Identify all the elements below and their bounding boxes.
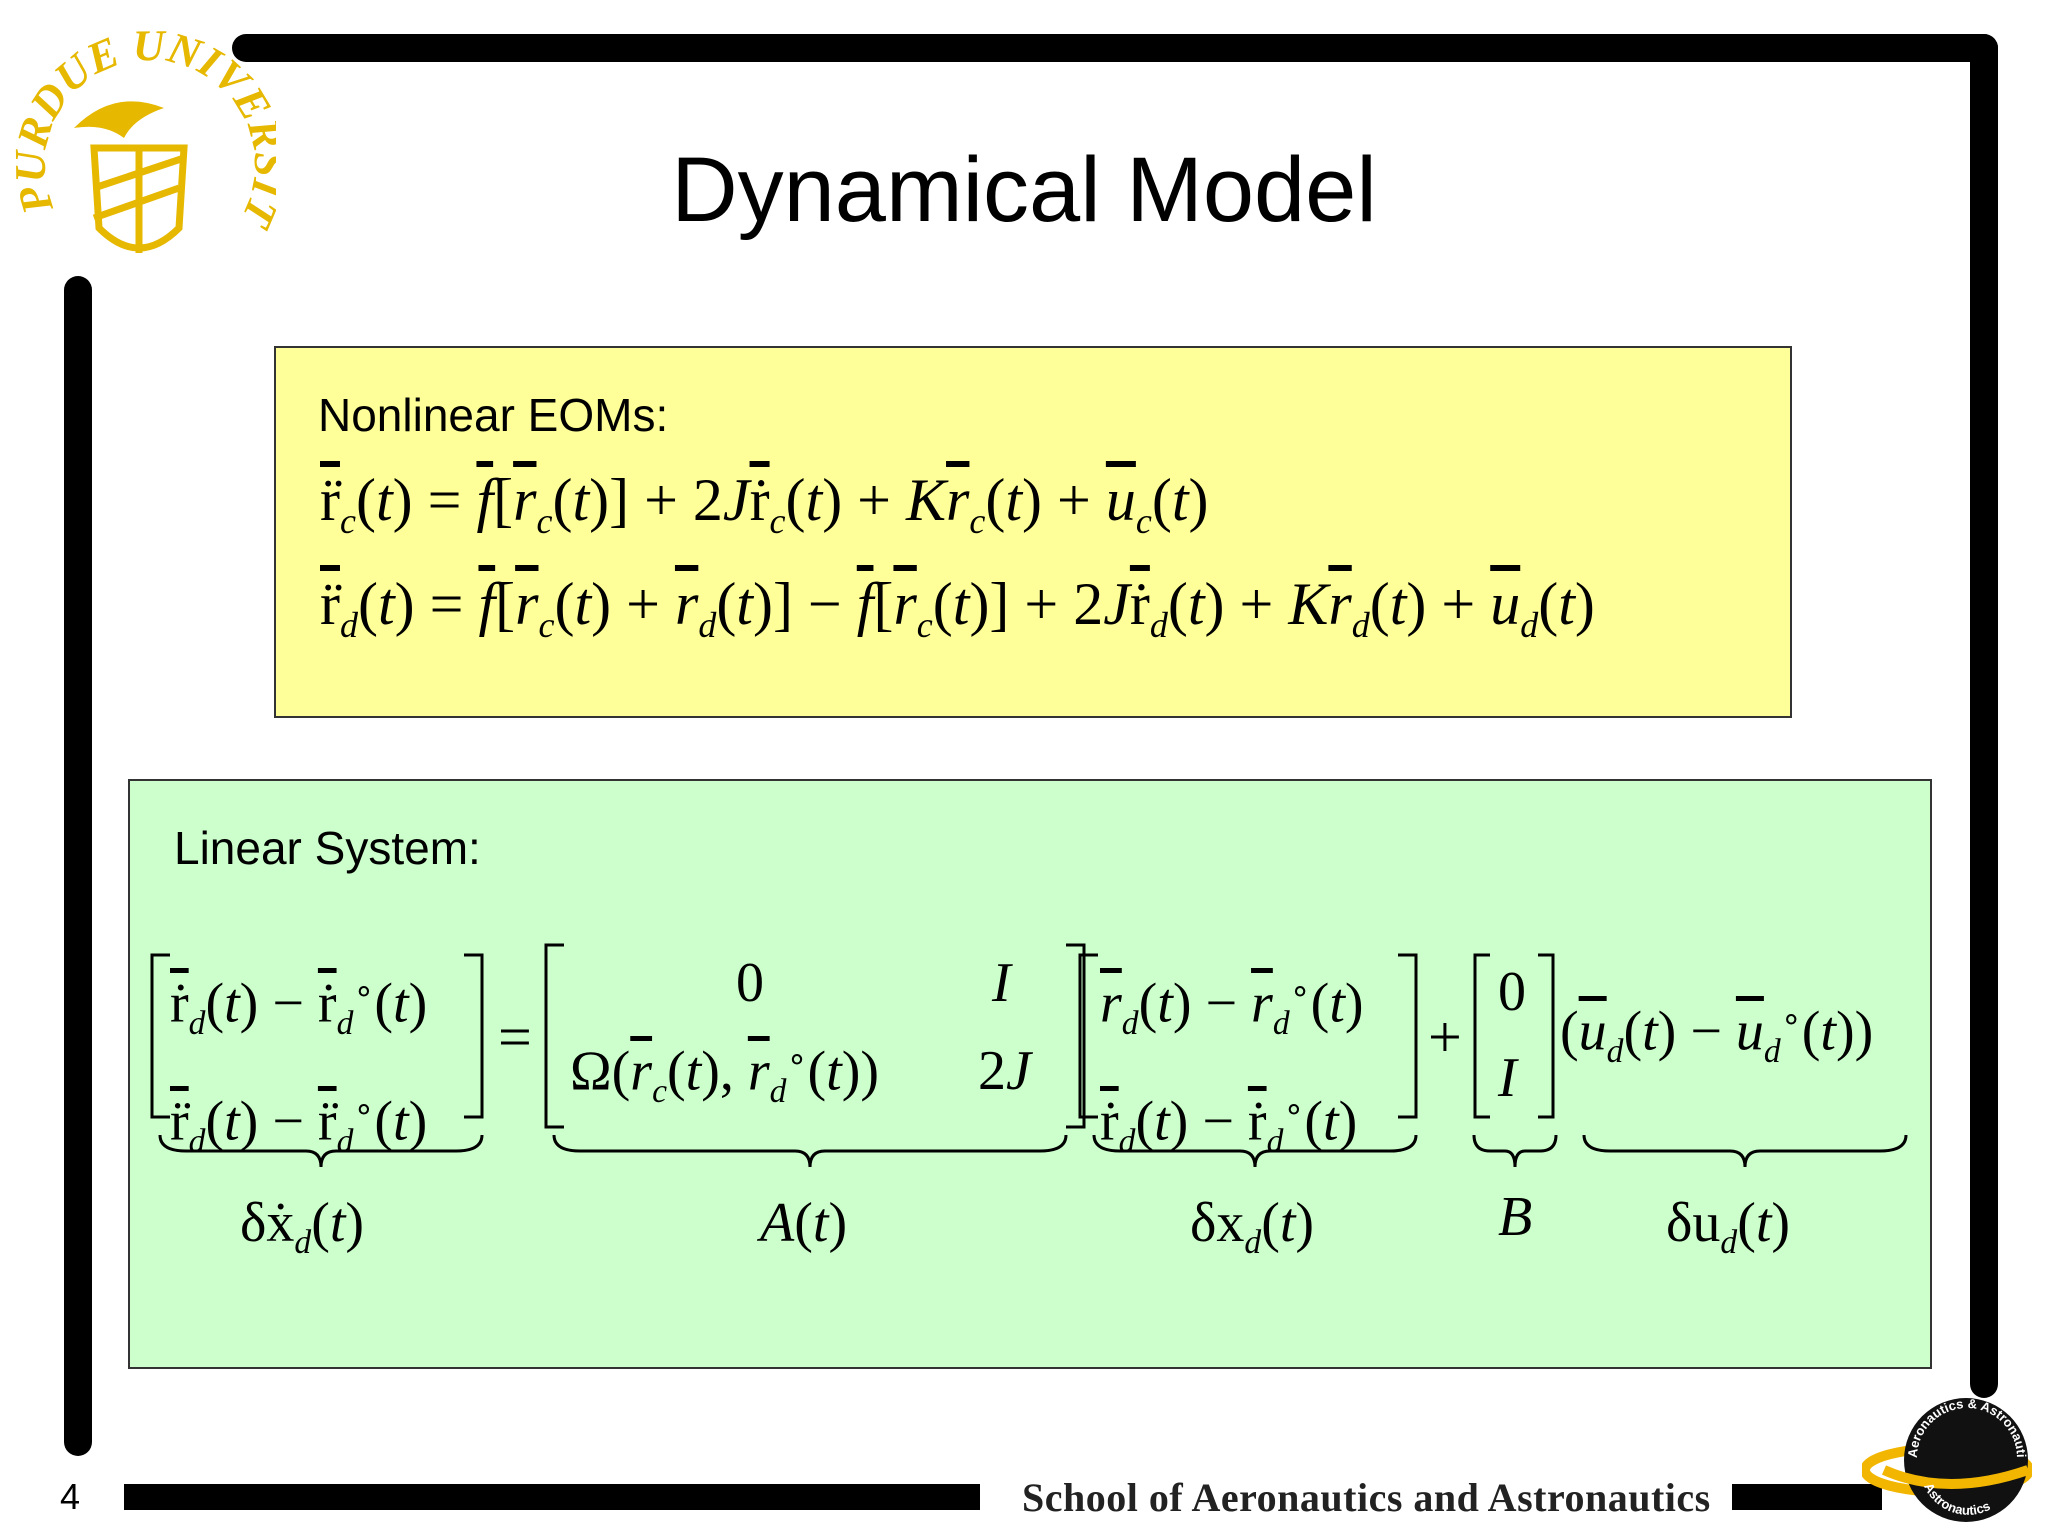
eom-equation-deputy: r̈d(t) = f[rc(t) + rd(t)] − f[rc(t)] + 2…: [320, 571, 1595, 645]
nonlinear-eom-box: Nonlinear EOMs: r̈c(t) = f[rc(t)] + 2Jṙc…: [274, 346, 1792, 718]
footer-bar-left: [124, 1484, 980, 1510]
matrix-a-bracket-open: [544, 943, 564, 1129]
matrix-b-bracket-open: [1473, 953, 1490, 1119]
frame-left-bar: [64, 276, 92, 1456]
left-bracket: [150, 953, 170, 1119]
label-dxdot: δẋd(t): [240, 1192, 365, 1262]
linear-heading: Linear System:: [174, 822, 481, 874]
underbrace-dx: [1092, 1134, 1418, 1168]
underbrace-b: [1472, 1134, 1558, 1168]
underbrace-a: [552, 1134, 1068, 1168]
state-derivative-vector: ṙd(t) − ṙd∘(t) r̈d(t) − r̈d∘(t): [170, 972, 428, 1160]
label-dx: δxd(t): [1190, 1192, 1315, 1262]
equals-sign: =: [498, 1004, 532, 1070]
slide-title: Dynamical Model: [671, 139, 1377, 241]
footer-bar-right: [1732, 1484, 1882, 1510]
label-du: δud(t): [1666, 1192, 1791, 1262]
purdue-logo: PURDUE UNIVERSITY: [14, 28, 276, 253]
matrix-b-entries: 0 I: [1498, 961, 1526, 1109]
aeronautics-logo: Aeronautics & Astronautics Astronautics: [1862, 1388, 2032, 1522]
state-vector: rd(t) − rd∘(t) ṙd(t) − ṙd∘(t): [1100, 972, 1364, 1160]
frame-right-bar: [1970, 34, 1998, 1398]
linear-system-box: Linear System: ṙd(t) − ṙd∘(t) r̈d(t) − r…: [128, 779, 1932, 1369]
frame-top-bar: [232, 34, 1998, 62]
plus-sign: +: [1428, 1004, 1462, 1070]
underbrace-dxdot: [158, 1134, 484, 1168]
matrix-a-bracket-close: [1066, 943, 1086, 1129]
left-bracket-close: [464, 953, 484, 1119]
state-bracket-open: [1078, 953, 1098, 1119]
control-input-term: (ud(t) − ud∘(t)): [1560, 1000, 1874, 1070]
page-number: 4: [60, 1476, 81, 1517]
matrix-b-bracket-close: [1538, 953, 1555, 1119]
label-b: B: [1498, 1186, 1533, 1248]
eom-heading: Nonlinear EOMs:: [318, 389, 669, 441]
eom-equation-chief: r̈c(t) = f[rc(t)] + 2Jṙc(t) + Krc(t) + u…: [320, 467, 1209, 541]
matrix-a-entry-0: 0: [736, 952, 764, 1014]
matrix-a-entry-2j: 2J: [978, 1040, 1031, 1102]
matrix-a-entry-omega: Ω(rc(t), rd∘(t)): [570, 1040, 879, 1110]
matrix-a-entry-i: I: [992, 952, 1011, 1014]
footer-school-name: School of Aeronautics and Astronautics: [1022, 1475, 1711, 1520]
label-a: A(t): [760, 1192, 848, 1254]
underbrace-du: [1582, 1134, 1908, 1168]
state-bracket-close: [1398, 953, 1418, 1119]
